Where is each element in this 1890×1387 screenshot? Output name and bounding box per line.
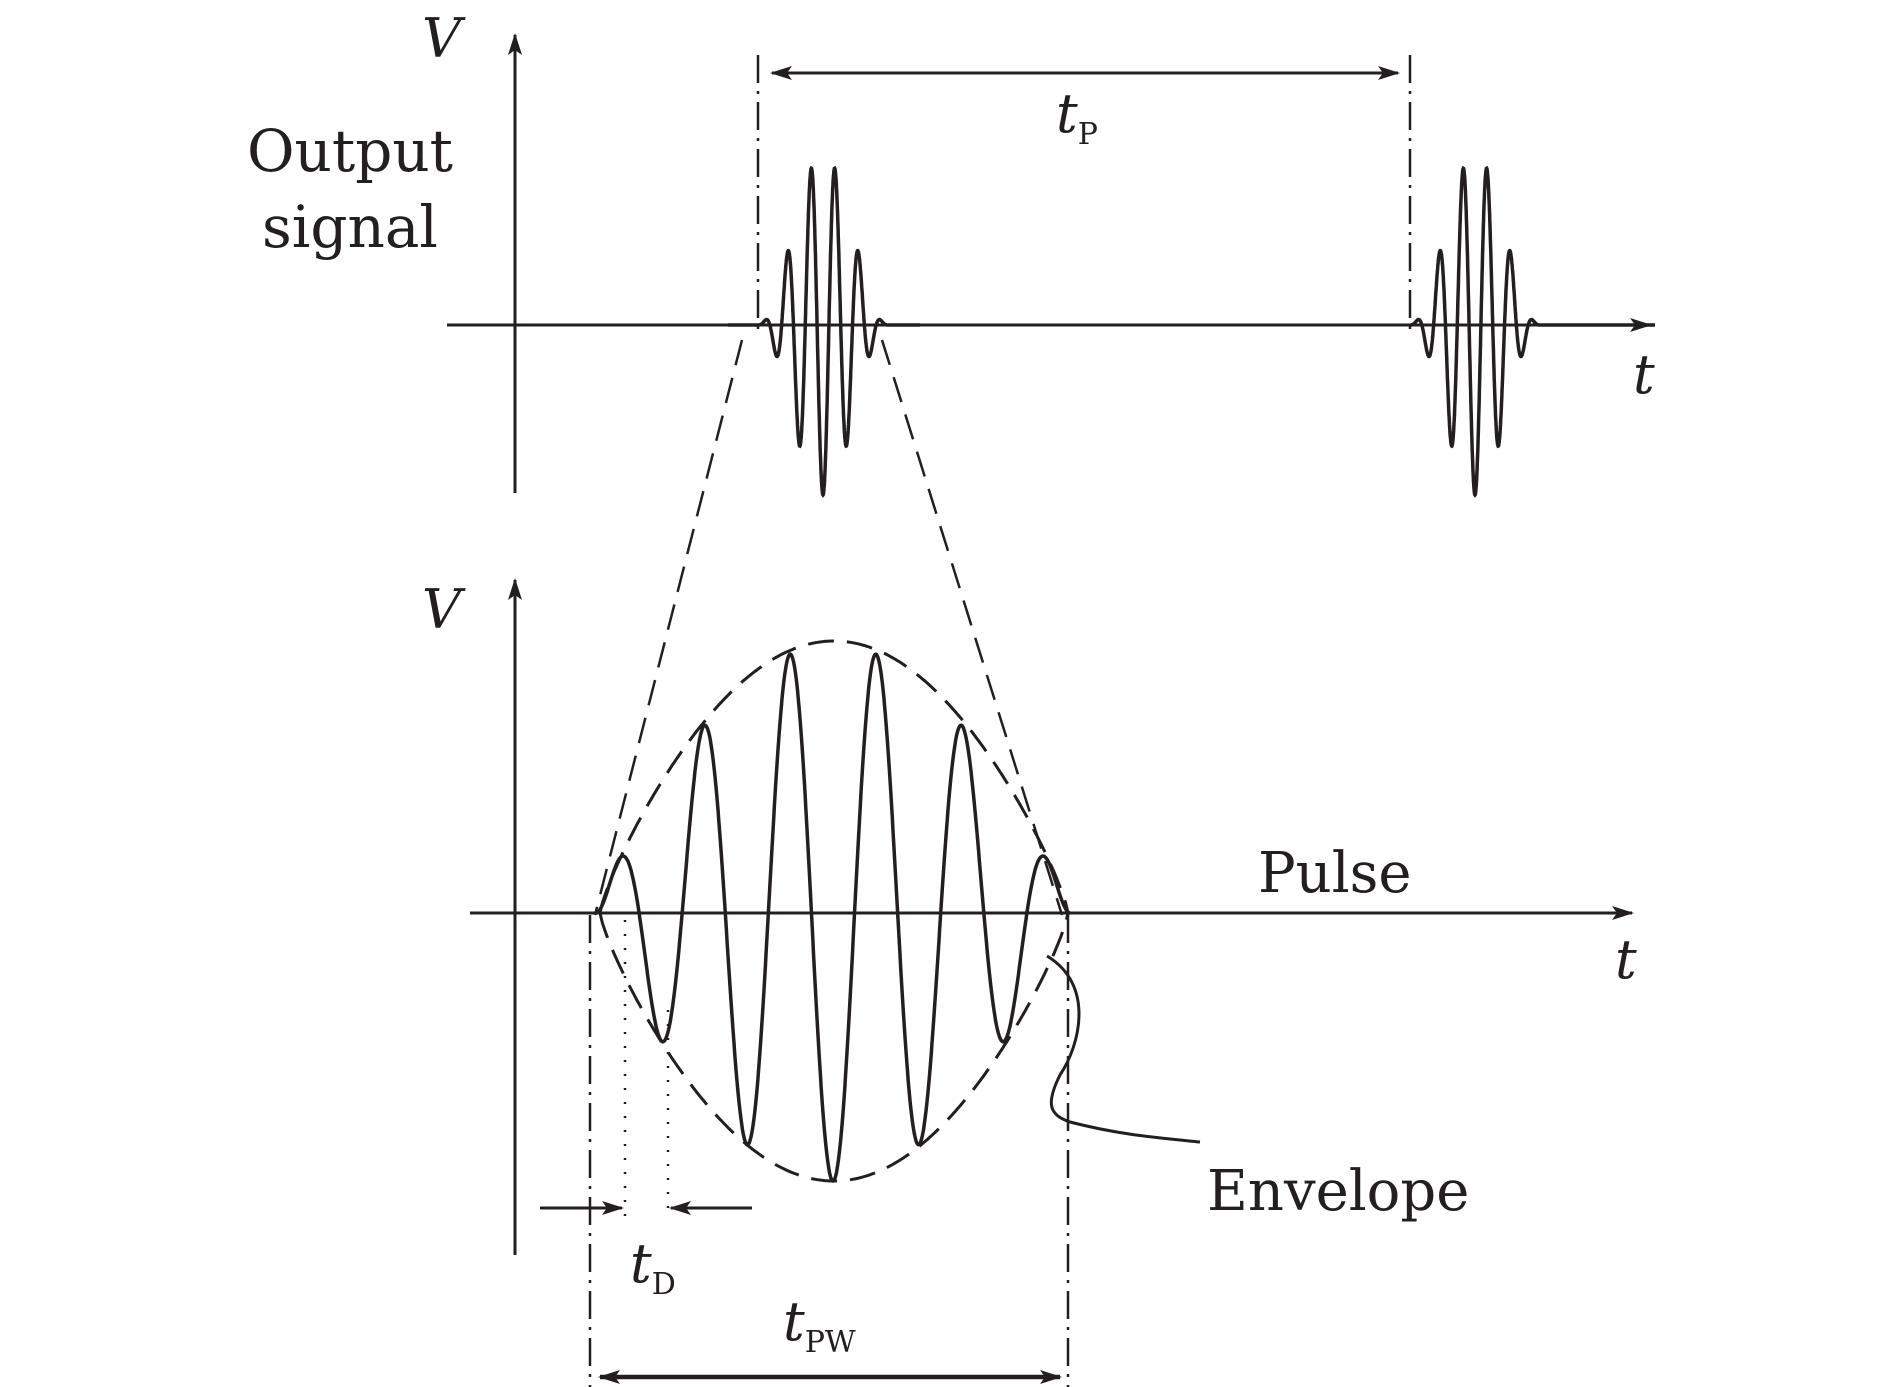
zoom-line-left [593,339,744,916]
pulse-label: Pulse [1258,841,1412,906]
envelope-curve [598,639,1070,1183]
zoom-projection-lines [593,339,1064,916]
top-pulse-burst-2 [1410,165,1655,498]
pulse-width-label: tPW [783,1290,856,1360]
signal-label-line2: signal [262,193,438,261]
top-x-axis-label: t [1633,343,1655,406]
envelope-leader-line [1046,954,1201,1144]
bottom-plot: V t Pulse Envelope tD tPW [422,578,1637,1387]
envelope-label: Envelope [1207,1159,1469,1224]
bottom-y-axis-label: V [422,578,466,641]
pulse-waveform [595,652,1071,1183]
bottom-x-axis-label: t [1615,928,1637,991]
delay-label: tD [630,1232,676,1302]
top-plot: V t Output signal tP [247,7,1655,498]
top-y-axis-label: V [422,7,466,70]
signal-label-line1: Output [247,117,453,185]
period-label: tP [1056,82,1098,152]
zoom-line-right [880,339,1064,916]
top-pulse-burst-1 [728,165,920,498]
